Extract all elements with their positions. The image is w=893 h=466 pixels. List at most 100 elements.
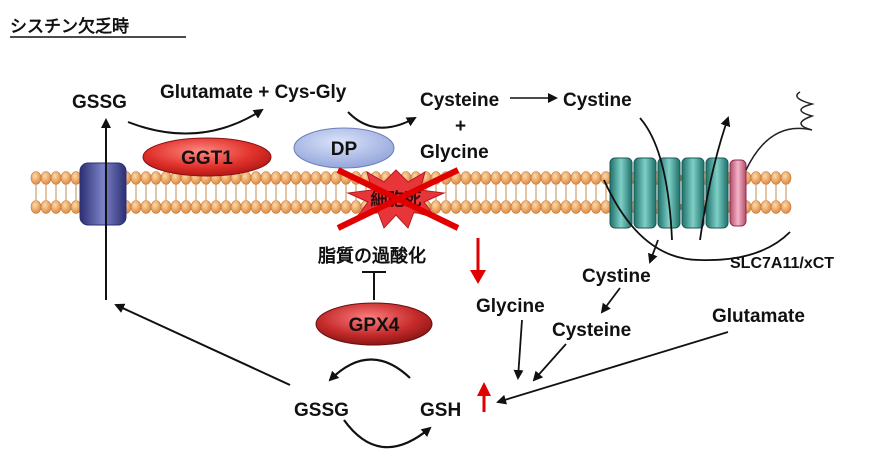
- ggt1-reaction-arrow: [127, 108, 264, 135]
- glycine-mid-label: Glycine: [476, 296, 545, 317]
- dp-label: DP: [331, 139, 358, 160]
- lipid-head: [540, 171, 552, 185]
- lipid-head: [190, 200, 202, 214]
- lipid-head: [180, 200, 192, 214]
- lipid-head: [560, 200, 572, 214]
- lipid-head: [490, 171, 502, 185]
- lipid-head: [140, 171, 152, 185]
- lipid-head: [330, 200, 342, 214]
- lipid-head: [160, 200, 172, 214]
- lipid-head: [260, 171, 272, 185]
- lipid-head: [570, 200, 582, 214]
- lipid-head: [510, 200, 522, 214]
- gssg-to-export-arrow: [114, 303, 291, 386]
- gsh-label: GSH: [420, 400, 461, 421]
- lipid-head: [230, 200, 242, 214]
- membrane-channel: [79, 162, 127, 226]
- lipid-head: [340, 200, 352, 214]
- lipid-head: [300, 200, 312, 214]
- lipid-head: [430, 200, 442, 214]
- dp-enzyme: [293, 127, 395, 169]
- cross-line-2: [336, 167, 460, 231]
- cystine-to-cysteine-arrow: [600, 287, 621, 314]
- lipid-head: [530, 200, 542, 214]
- lipid-head: [570, 171, 582, 185]
- lipid-head: [140, 200, 152, 214]
- lipid-head: [270, 200, 282, 214]
- lipid-head: [580, 200, 592, 214]
- transporter-tail: [745, 91, 815, 171]
- ggt1-label: GGT1: [181, 148, 233, 169]
- lipid-head: [590, 171, 602, 185]
- lipid-head: [520, 171, 532, 185]
- slc7a11-transporter: [609, 157, 747, 229]
- lipid-head: [500, 171, 512, 185]
- lipid-head: [470, 200, 482, 214]
- lipid-head: [320, 200, 332, 214]
- gssg-bottom-label: GSSG: [294, 400, 349, 421]
- lipid-head: [60, 200, 72, 214]
- lipid-head: [500, 200, 512, 214]
- cystine-top-label: Cystine: [563, 90, 632, 111]
- lipid-head: [480, 200, 492, 214]
- page-title: シスチン欠乏時: [10, 16, 129, 37]
- gssg-to-gsh-arc: [343, 419, 432, 449]
- lipid-head: [220, 200, 232, 214]
- glutamate-right-label: Glutamate: [712, 306, 805, 327]
- lipid-head: [470, 171, 482, 185]
- gsh-to-gssg-arc: [328, 358, 411, 382]
- lipid-head: [200, 200, 212, 214]
- lipid-head: [170, 200, 182, 214]
- glutamate-cysgly-label: Glutamate + Cys-Gly: [160, 82, 347, 103]
- lipid-head: [30, 200, 42, 214]
- lipid-head: [130, 171, 142, 185]
- lipid-head: [210, 200, 222, 214]
- lipid-head: [30, 171, 42, 185]
- lipid-peroxidation-label: 脂質の過酸化: [318, 245, 426, 267]
- lipid-head: [520, 200, 532, 214]
- lipid-head: [320, 171, 332, 185]
- lipid-head: [750, 171, 762, 185]
- lipid-head: [580, 171, 592, 185]
- red-down-arrowhead: [470, 270, 486, 284]
- lipid-head: [760, 200, 772, 214]
- lipid-head: [130, 200, 142, 214]
- lipid-head: [270, 171, 282, 185]
- gpx4-enzyme: [315, 302, 433, 346]
- glycine-to-gsh-arrow: [513, 319, 524, 380]
- lipid-head: [50, 200, 62, 214]
- lipid-head: [460, 200, 472, 214]
- lipid-head: [250, 171, 262, 185]
- lipid-head: [50, 171, 62, 185]
- lipid-head: [760, 171, 772, 185]
- lipid-head: [150, 200, 162, 214]
- transporter-curve-left: [639, 117, 673, 241]
- lipid-head: [440, 200, 452, 214]
- glycine-top-label: Glycine: [420, 142, 489, 163]
- lipid-head: [450, 200, 462, 214]
- glutamate-to-gsh-arrow: [496, 331, 729, 405]
- red-up-arrowhead: [477, 382, 491, 396]
- lipid-head: [60, 171, 72, 185]
- lipid-head: [550, 171, 562, 185]
- cysteine-mid-label: Cysteine: [552, 320, 631, 341]
- lipid-head: [590, 200, 602, 214]
- lipid-head: [150, 171, 162, 185]
- cysteine-top-label: Cysteine: [420, 90, 499, 111]
- plus-sign: +: [455, 116, 466, 137]
- lipid-head: [160, 171, 172, 185]
- lipid-head: [40, 200, 52, 214]
- lipid-head: [530, 171, 542, 185]
- lipid-head: [780, 171, 792, 185]
- lipid-head: [770, 171, 782, 185]
- lipid-head: [310, 200, 322, 214]
- lipid-head: [560, 171, 572, 185]
- lipid-head: [350, 200, 362, 214]
- lipid-head: [300, 171, 312, 185]
- lipid-head: [310, 171, 322, 185]
- lipid-head: [280, 171, 292, 185]
- lipid-head: [780, 200, 792, 214]
- ggt1-enzyme: [142, 137, 272, 177]
- dp-reaction-arrow: [347, 111, 417, 129]
